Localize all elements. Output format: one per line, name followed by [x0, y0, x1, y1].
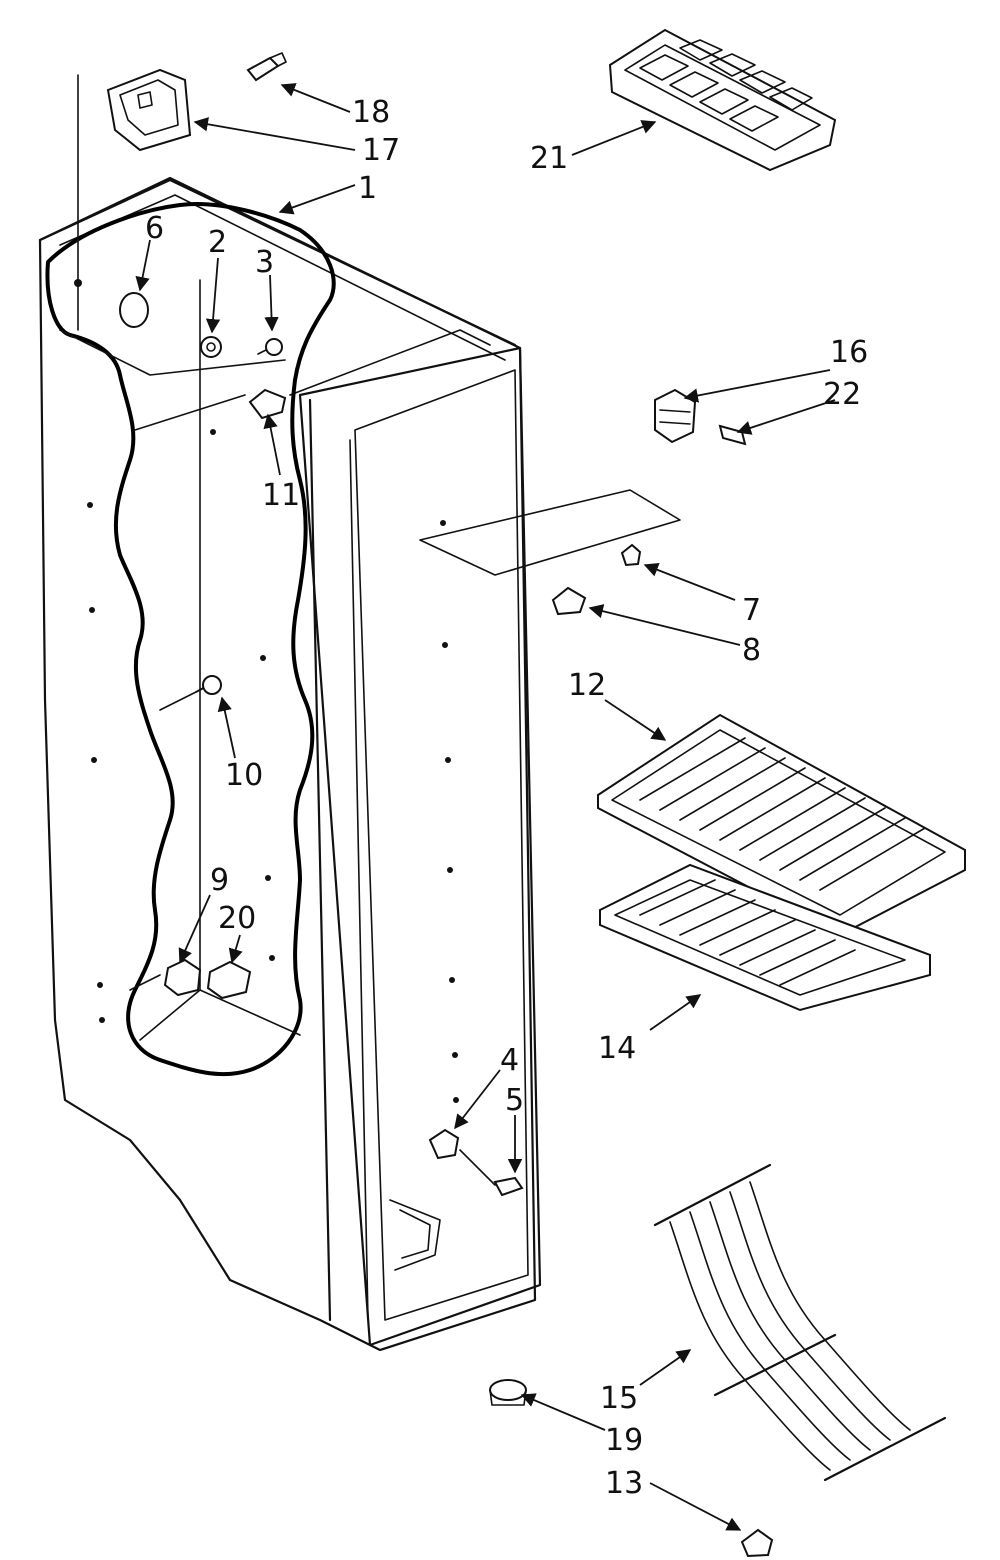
callout-6: 6 — [145, 211, 164, 246]
part-19-cap — [489, 1379, 527, 1406]
part-7-clip — [620, 543, 642, 567]
leader-lines — [135, 83, 836, 1531]
callout-5: 5 — [505, 1083, 524, 1118]
part-11-clip — [248, 388, 287, 420]
part-16-control-switch — [654, 388, 697, 444]
part-9-hinge-bracket — [163, 958, 202, 997]
part-18-screw — [246, 52, 287, 82]
callout-8: 8 — [742, 633, 761, 668]
callout-14: 14 — [598, 1031, 636, 1066]
callout-4: 4 — [500, 1043, 519, 1078]
callout-3: 3 — [255, 245, 274, 280]
part-17-thermostat-bracket — [77, 68, 192, 331]
callout-16: 16 — [830, 335, 868, 370]
part-15-wire-rack — [653, 1163, 947, 1482]
part-14-shelf — [599, 863, 931, 1012]
callout-12: 12 — [568, 668, 606, 703]
callout-1: 1 — [358, 171, 377, 206]
callout-13: 13 — [605, 1466, 643, 1501]
callout-11: 11 — [262, 478, 300, 513]
cutaway-outline — [45, 202, 336, 1077]
part-21-ice-cube-tray — [608, 28, 837, 172]
part-6-plug — [119, 292, 149, 328]
callout-19: 19 — [605, 1423, 643, 1458]
part-20-hinge-bracket — [206, 960, 252, 1000]
callout-10: 10 — [225, 758, 263, 793]
part-12-shelf — [597, 713, 966, 937]
mounting-holes — [74, 279, 459, 1103]
part-4-bracket — [428, 1128, 460, 1160]
callout-9: 9 — [210, 863, 229, 898]
part-10-fastener — [195, 675, 222, 695]
part-22-screw — [718, 424, 747, 446]
part-3-screw — [257, 338, 283, 356]
part-13-clip — [740, 1528, 774, 1558]
callout-labels: 18 17 1 21 6 2 3 11 16 22 7 8 12 10 9 20… — [145, 95, 868, 1501]
part-2-fastener — [200, 336, 222, 358]
freezer-liner — [38, 176, 681, 1352]
callout-17: 17 — [362, 133, 400, 168]
callout-7: 7 — [742, 593, 761, 628]
callout-21: 21 — [530, 141, 568, 176]
callout-20: 20 — [218, 901, 256, 936]
part-5-screw — [459, 1149, 524, 1197]
callout-22: 22 — [823, 377, 861, 412]
callout-2: 2 — [208, 225, 227, 260]
part-8-clip — [551, 586, 587, 616]
callout-18: 18 — [352, 95, 390, 130]
callout-15: 15 — [600, 1381, 638, 1416]
